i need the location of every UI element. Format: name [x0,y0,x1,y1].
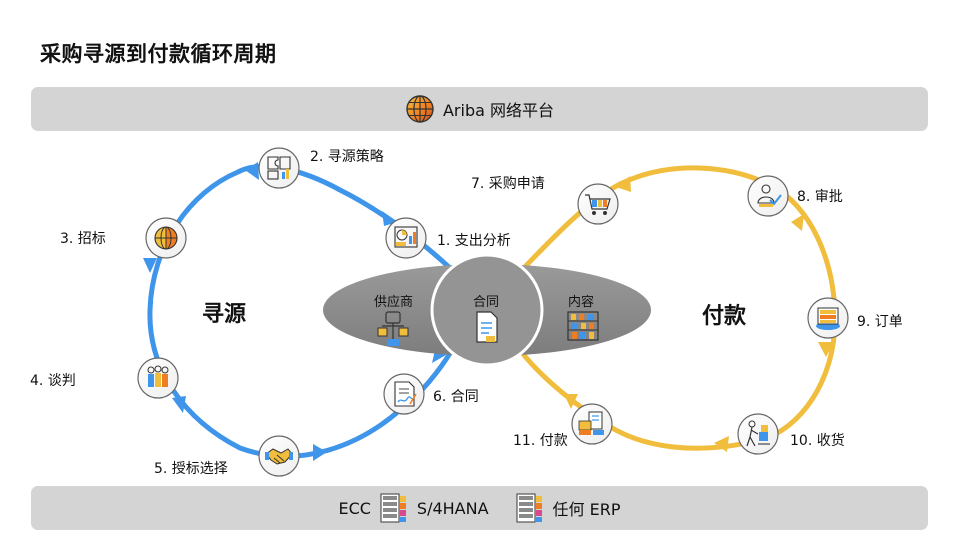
handshake-icon [265,448,293,465]
hub-contract-label: 合同 [473,295,500,310]
supplier-network-icon [377,311,409,346]
arrow-icon [818,342,834,357]
erp-ecc-label: ECC [338,498,371,518]
step-10-node[interactable] [737,413,779,455]
erp-bar: ECC S/4HANA [31,486,928,530]
hub [323,253,651,367]
catalog-shelf-icon [567,311,599,341]
order-stack-icon [816,307,840,330]
erp-s4-label: S/4HANA [416,498,489,518]
step-11-label: 11. 付款 [513,433,568,449]
step-3-node[interactable] [145,217,187,259]
invoice-payment-icon [578,411,604,435]
globe-icon [405,94,435,124]
contract-sign-icon [394,381,417,407]
globe-icon [154,226,178,250]
platform-bar: Ariba 网络平台 [31,87,928,131]
step-4-node[interactable] [137,357,179,399]
step-9-label: 9. 订单 [857,314,903,330]
step-11-node[interactable] [571,403,613,445]
step-8-label: 8. 审批 [797,189,843,205]
payment-title: 付款 [702,304,747,329]
arrow-icon [245,162,259,180]
step-2-node[interactable] [258,147,300,189]
server-stack-icon [379,493,409,523]
step-6-label: 6. 合同 [433,389,479,405]
hub-supplier-label: 供应商 [374,295,414,310]
step-5-label: 5. 授标选择 [154,461,228,477]
step-4-label: 4. 谈判 [30,373,76,389]
people-negotiation-icon [147,365,169,387]
step-3-label: 3. 招标 [60,231,106,247]
step-2-label: 2. 寻源策略 [310,149,384,165]
erp-any-label: 任何 ERP [552,500,621,519]
arrow-icon [564,394,578,409]
sourcing-title: 寻源 [202,302,247,327]
step-10-label: 10. 收货 [790,433,845,449]
platform-label: Ariba 网络平台 [442,101,555,120]
approval-person-icon [757,184,782,207]
arrow-icon [313,444,327,461]
step-1-label: 1. 支出分析 [437,233,511,249]
arrow-icon [616,176,631,192]
page-title: 采购寻源到付款循环周期 [40,42,277,66]
step-8-node[interactable] [747,175,789,217]
delivery-person-icon [746,420,770,447]
arrow-icon [172,396,186,413]
step-6-node[interactable] [383,373,425,415]
step-1-node[interactable] [385,217,427,259]
hub-content-label: 内容 [568,295,595,310]
step-9-node[interactable] [807,297,849,339]
arrow-icon [714,436,729,452]
contract-document-icon [476,311,498,343]
arrow-icon [143,258,157,273]
server-stack-icon [515,493,545,523]
analytics-chart-icon [394,226,418,248]
puzzle-strategy-icon [267,156,291,180]
shopping-cart-icon [585,194,611,215]
step-5-node[interactable] [258,435,300,477]
step-7-label: 7. 采购申请 [471,176,545,192]
arrow-icon [791,214,804,231]
step-7-node[interactable] [577,183,619,225]
